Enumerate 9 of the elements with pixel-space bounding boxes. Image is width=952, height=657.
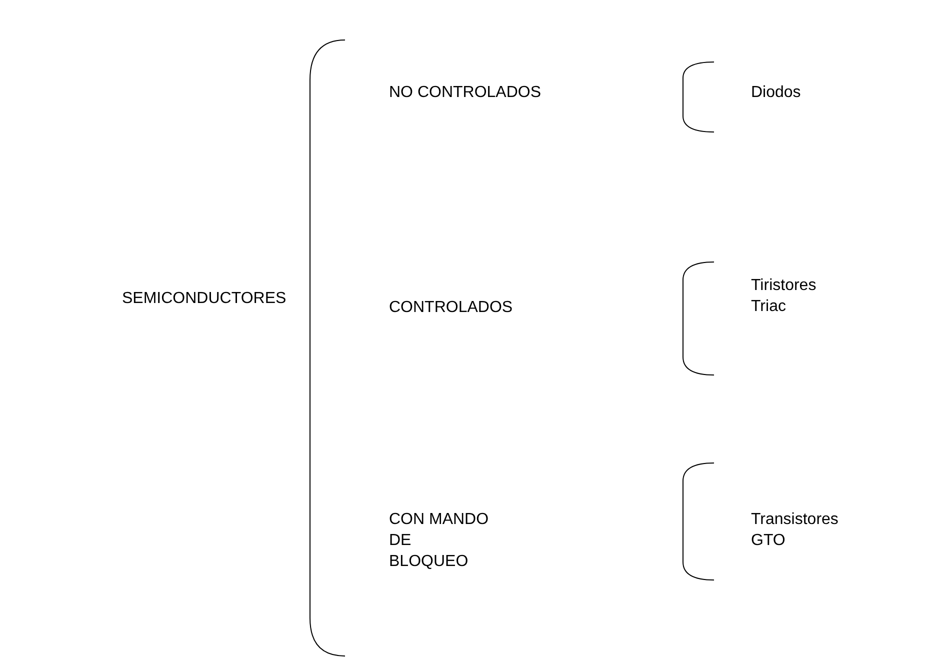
label-text: NO CONTROLADOS bbox=[389, 83, 542, 103]
label-text: CONTROLADOS bbox=[389, 298, 513, 318]
label-text: Diodos bbox=[751, 83, 801, 103]
label-text: SEMICONDUCTORES bbox=[122, 289, 286, 309]
label-text: CON MANDO DE BLOQUEO bbox=[389, 510, 490, 572]
label-text: Tiristores bbox=[751, 276, 816, 296]
label-text: Transistores bbox=[751, 510, 838, 530]
label-text: GTO bbox=[751, 531, 786, 551]
label-text: Triac bbox=[751, 297, 786, 317]
